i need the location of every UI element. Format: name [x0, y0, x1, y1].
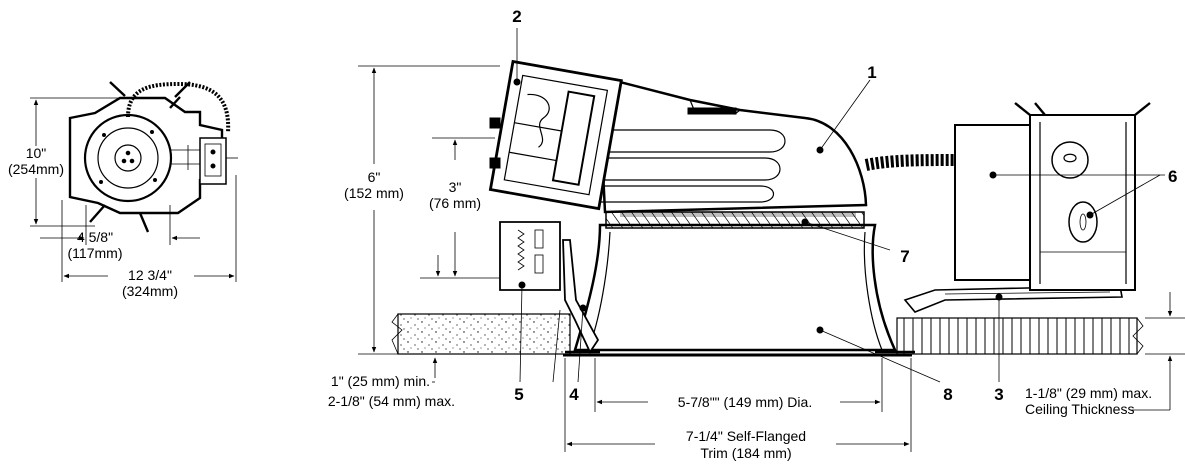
top-view-inner-width-metric: (117mm) [68, 245, 123, 261]
side-view: 1 2 3 4 5 6 7 8 6" (152 mm) 3" (76 mm) 1… [328, 7, 1185, 461]
side-flex-conduit [864, 154, 961, 171]
top-view-inner-width-dimension: 4 5/8" [77, 229, 113, 245]
trim-dimension-line2: Trim (184 mm) [700, 445, 791, 461]
ceiling-min-label: 1" (25 mm) min. [331, 373, 430, 389]
callout-7: 7 [900, 247, 909, 266]
top-view: 10" (254mm) 4 5/8" (117mm) 12 3/4" (324m… [8, 81, 238, 299]
ceiling-thickness-line2: Ceiling Thickness [1025, 401, 1134, 417]
ballast-box [488, 59, 623, 211]
ceiling-max-label: 2-1/8" (54 mm) max. [328, 393, 455, 409]
aperture-dimension: 5-7/8"" (149 mm) Dia. [678, 394, 812, 410]
knockout-bottom [1068, 201, 1098, 243]
top-view-height-metric: (254mm) [8, 161, 64, 177]
side-junction-box-back [954, 124, 1034, 281]
callout-6: 6 [1168, 167, 1177, 186]
top-view-overall-width-metric: (324mm) [122, 283, 178, 299]
top-view-tab [174, 81, 191, 98]
ceiling-thickness-line1: 1-1/8" (29 mm) max. [1025, 385, 1152, 401]
top-view-tab [169, 96, 181, 109]
lamp-height-metric: (76 mm) [429, 195, 481, 211]
lamp-height-dimension: 3" [449, 179, 462, 195]
top-view-height-dimension: 10" [26, 145, 47, 161]
overall-height-metric: (152 mm) [344, 185, 404, 201]
mounting-bracket [499, 221, 561, 291]
top-view-tab [109, 81, 126, 97]
lamp-tubes [600, 129, 786, 153]
callout-3: 3 [994, 385, 1003, 404]
spring-clip [562, 239, 600, 354]
top-view-socket-ring [97, 127, 159, 189]
ceiling-insulation [896, 317, 1138, 355]
top-view-tab [138, 212, 150, 233]
housing-body [573, 223, 897, 352]
trim-dimension-line1: 7-1/4" Self-Flanged [686, 428, 806, 444]
top-view-flex-conduit [126, 81, 231, 133]
top-view-tab [89, 204, 106, 223]
callout-1: 1 [867, 63, 876, 82]
callout-8: 8 [943, 385, 952, 404]
callout-2: 2 [512, 7, 521, 26]
lamp-housing [598, 80, 868, 214]
top-view-overall-width-dimension: 12 3/4" [128, 267, 172, 283]
overall-height-dimension: 6" [368, 169, 381, 185]
top-view-junction-box [199, 137, 227, 185]
ceiling-drywall [397, 313, 571, 355]
callout-4: 4 [569, 385, 579, 404]
callout-5: 5 [514, 385, 523, 404]
reflector-fins [605, 211, 865, 229]
knockout-top [1051, 141, 1089, 179]
top-view-socket [114, 144, 142, 172]
